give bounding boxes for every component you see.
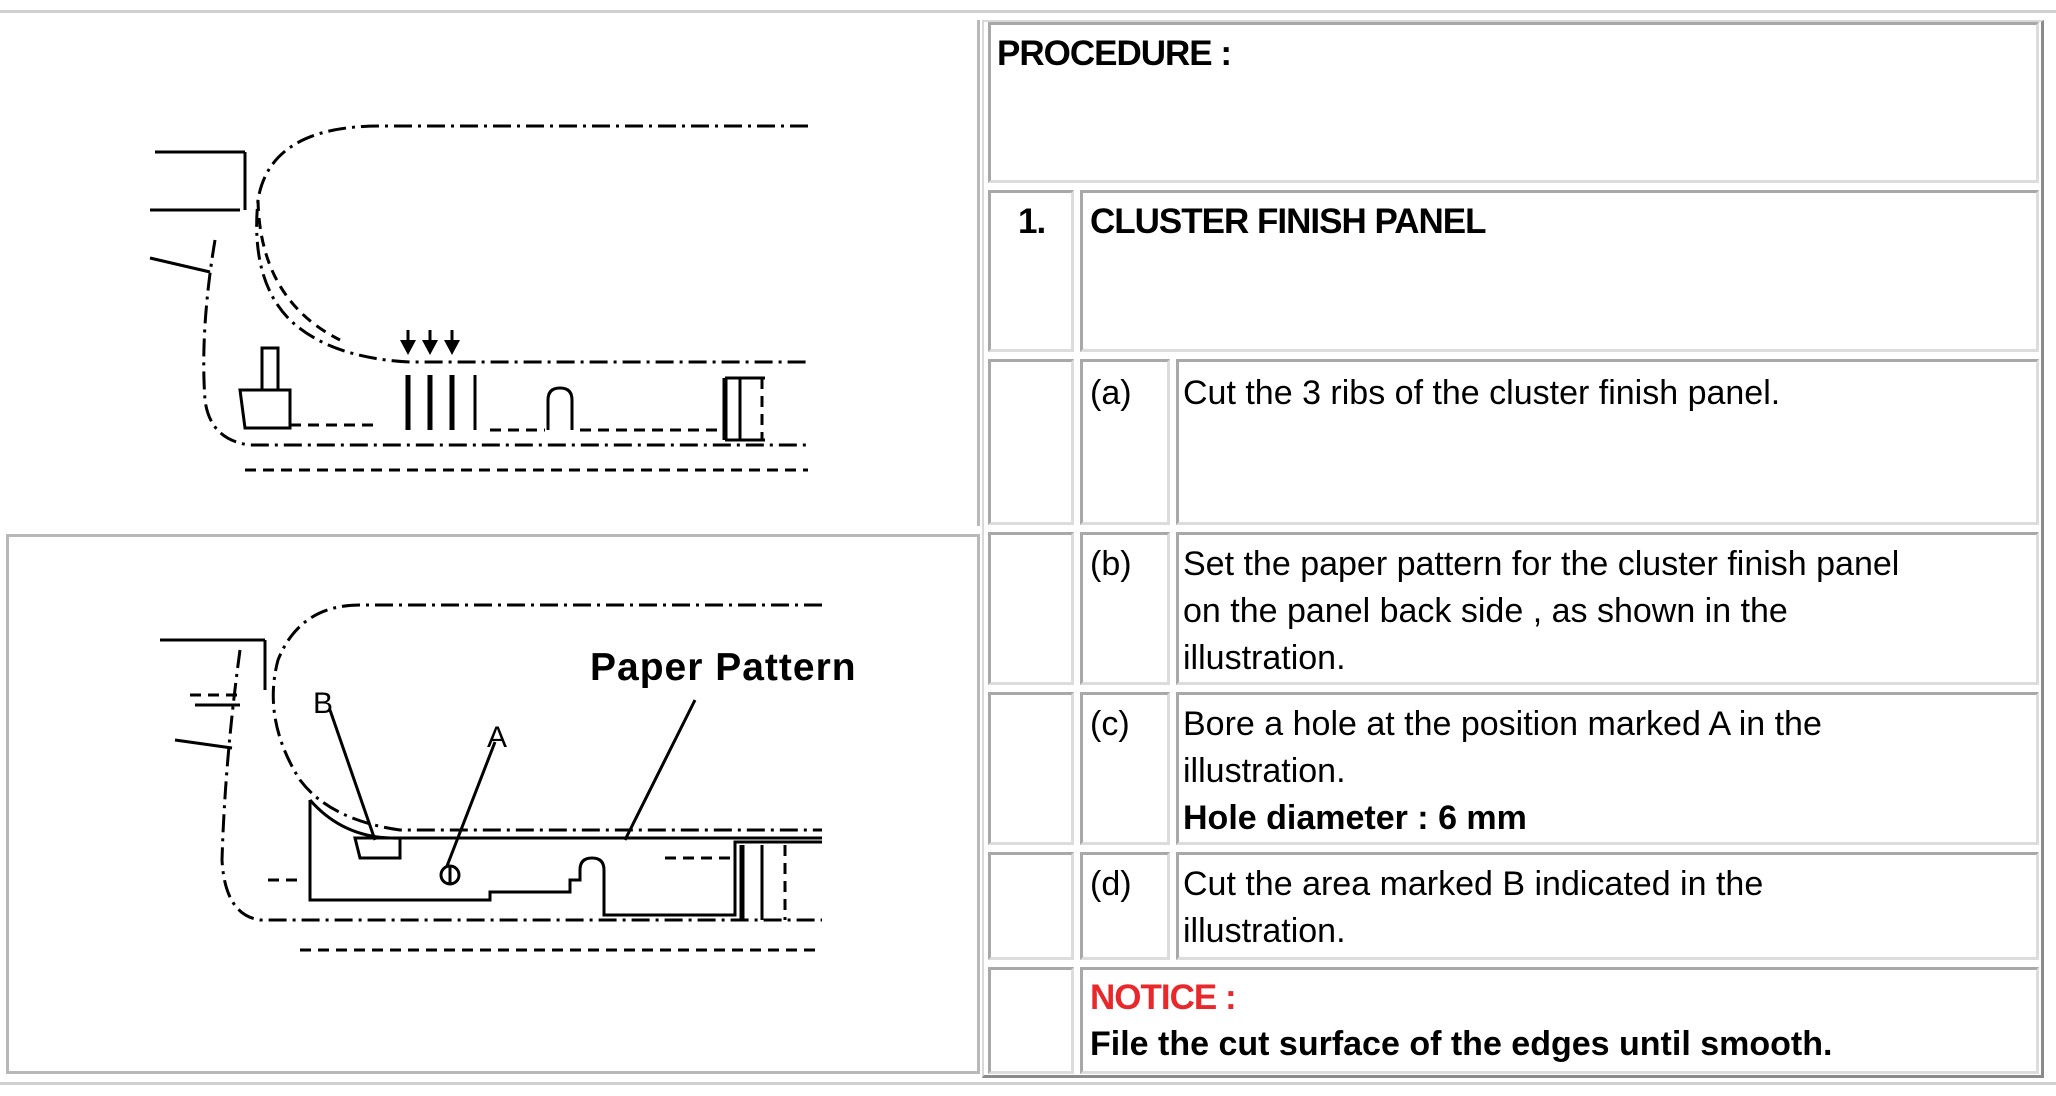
step-number: 1. <box>1018 202 1046 241</box>
cluster-panel-ribs-drawing <box>149 124 808 472</box>
substep-a-text: Cut the 3 ribs of the cluster finish pan… <box>1183 374 1781 412</box>
row-c-blank-cell <box>988 692 1074 845</box>
substep-c-line-1: Bore a hole at the position marked A in … <box>1183 705 1822 743</box>
illustration-pane-pattern <box>6 534 980 1074</box>
row-b-text-cell <box>1176 532 2039 685</box>
paper-pattern-drawing <box>160 603 822 952</box>
substep-d-label: (d) <box>1090 865 1132 903</box>
procedure-table <box>982 20 2044 1078</box>
row-d-text-cell <box>1176 852 2039 960</box>
row-d-label-cell <box>1080 852 1170 960</box>
row-a-label-cell <box>1080 359 1170 525</box>
substep-d-line-2: illustration. <box>1183 912 1346 950</box>
outer-table-frame <box>0 10 2056 1085</box>
substep-b-label: (b) <box>1090 545 1132 583</box>
illustration-pane-ribs <box>6 20 980 526</box>
notice-blank-cell <box>988 967 1074 1074</box>
row-c-text-cell <box>1176 692 2039 845</box>
substep-b-line-1: Set the paper pattern for the cluster fi… <box>1183 545 1900 583</box>
notice-cell <box>1080 967 2039 1074</box>
row-a-blank-cell <box>988 359 1074 525</box>
substep-d-line-1: Cut the area marked B indicated in the <box>1183 865 1764 903</box>
marker-a-label: A <box>487 721 508 754</box>
procedure-header: PROCEDURE : <box>997 34 1232 73</box>
substep-b-line-3: illustration. <box>1183 639 1346 677</box>
substep-c-line-2: illustration. <box>1183 752 1346 790</box>
step-number-cell <box>988 190 1074 352</box>
notice-label: NOTICE : <box>1090 978 1237 1017</box>
row-c-label-cell <box>1080 692 1170 845</box>
row-a-text-cell <box>1176 359 2039 525</box>
substep-c-label: (c) <box>1090 705 1130 743</box>
step-title-cell <box>1080 190 2039 352</box>
procedure-header-cell <box>988 22 2039 183</box>
substep-b-line-2: on the panel back side , as shown in the <box>1183 592 1788 630</box>
notice-text: File the cut surface of the edges until … <box>1090 1025 1833 1063</box>
row-b-blank-cell <box>988 532 1074 685</box>
marker-b-label: B <box>313 687 334 720</box>
row-d-blank-cell <box>988 852 1074 960</box>
row-b-label-cell <box>1080 532 1170 685</box>
paper-pattern-label: Paper Pattern <box>590 646 857 689</box>
step-title: CLUSTER FINISH PANEL <box>1090 202 1486 241</box>
hole-diameter-spec: Hole diameter : 6 mm <box>1183 799 1527 837</box>
substep-a-label: (a) <box>1090 374 1132 412</box>
